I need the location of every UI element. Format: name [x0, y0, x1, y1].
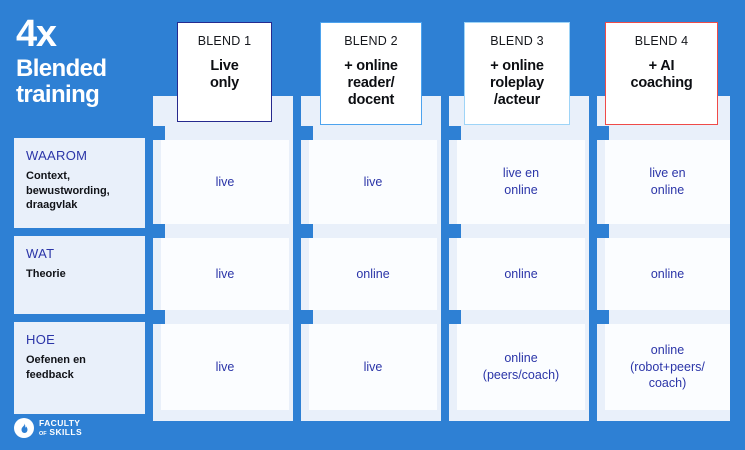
column-gutter — [730, 96, 745, 421]
separator-tick — [301, 126, 313, 140]
table-cell: live — [309, 140, 437, 224]
title-subheading: Blended training — [16, 56, 150, 107]
row-kicker: WAT — [26, 246, 55, 261]
title-heading: 4x — [16, 13, 57, 55]
column-gutter — [441, 96, 449, 421]
separator-tick — [597, 224, 609, 238]
row-kicker: HOE — [26, 332, 56, 347]
blend-description: + online reader/ docent — [344, 58, 398, 109]
flame-icon — [14, 418, 34, 438]
separator-tick — [449, 310, 461, 324]
separator-tick — [597, 310, 609, 324]
table-cell: online — [309, 238, 437, 310]
blend-card-1[interactable]: BLEND 1 Live only — [177, 22, 272, 122]
separator-tick — [153, 126, 165, 140]
logo-line-1: FACULTY — [39, 417, 81, 428]
blend-name: BLEND 2 — [344, 34, 398, 48]
table-cell: live — [309, 324, 437, 410]
title-sub-line2: training — [16, 80, 100, 108]
table-cell: online (robot+peers/ coach) — [605, 324, 730, 410]
table-cell: live — [161, 140, 289, 224]
separator-tick — [153, 224, 165, 238]
separator-tick — [597, 126, 609, 140]
separator-tick — [449, 224, 461, 238]
row-label-waarom: WAAROM Context, bewustwording, draagvlak — [26, 148, 144, 213]
blend-description: + AI coaching — [630, 58, 693, 92]
brand-logo: FACULTY OF SKILLS — [14, 418, 82, 438]
table-cell: live en online — [457, 140, 585, 224]
logo-skills: SKILLS — [49, 426, 83, 437]
blend-card-3[interactable]: BLEND 3 + online roleplay /acteur — [464, 22, 570, 125]
blend-description: + online roleplay /acteur — [489, 58, 544, 109]
row-label-hoe: HOE Oefenen en feedback — [26, 332, 144, 382]
row-desc: Theorie — [26, 268, 66, 280]
row-label-background-2 — [14, 322, 145, 414]
blend-name: BLEND 4 — [634, 34, 689, 48]
blend-card-4[interactable]: BLEND 4 + AI coaching — [605, 22, 718, 125]
logo-wordmark: FACULTY OF SKILLS — [39, 419, 82, 437]
table-cell: live — [161, 238, 289, 310]
row-desc: Oefenen en feedback — [26, 354, 86, 381]
logo-of: OF — [39, 430, 47, 437]
table-cell: online — [605, 238, 730, 310]
table-cell: live en online — [605, 140, 730, 224]
column-gutter — [293, 96, 301, 421]
blend-name: BLEND 1 — [197, 34, 252, 48]
row-label-background-1 — [14, 236, 145, 314]
separator-tick — [449, 126, 461, 140]
row-label-wat: WAT Theorie — [26, 246, 144, 282]
column-gutter — [589, 96, 597, 421]
blend-card-2[interactable]: BLEND 2 + online reader/ docent — [320, 22, 422, 125]
blend-description: Live only — [209, 58, 239, 92]
table-cell: live — [161, 324, 289, 410]
logo-line-2: OF SKILLS — [39, 426, 83, 438]
table-cell: online — [457, 238, 585, 310]
blend-name: BLEND 3 — [490, 34, 544, 48]
row-kicker: WAAROM — [26, 148, 88, 163]
slide-title: 4x Blended training — [16, 13, 150, 107]
column-gutter — [145, 96, 153, 421]
separator-tick — [301, 310, 313, 324]
table-cell: online (peers/coach) — [457, 324, 585, 410]
row-desc: Context, bewustwording, draagvlak — [26, 170, 110, 212]
separator-tick — [301, 224, 313, 238]
row-label-background-0 — [14, 138, 145, 228]
title-sub-line1: Blended — [16, 55, 107, 83]
separator-tick — [153, 310, 165, 324]
